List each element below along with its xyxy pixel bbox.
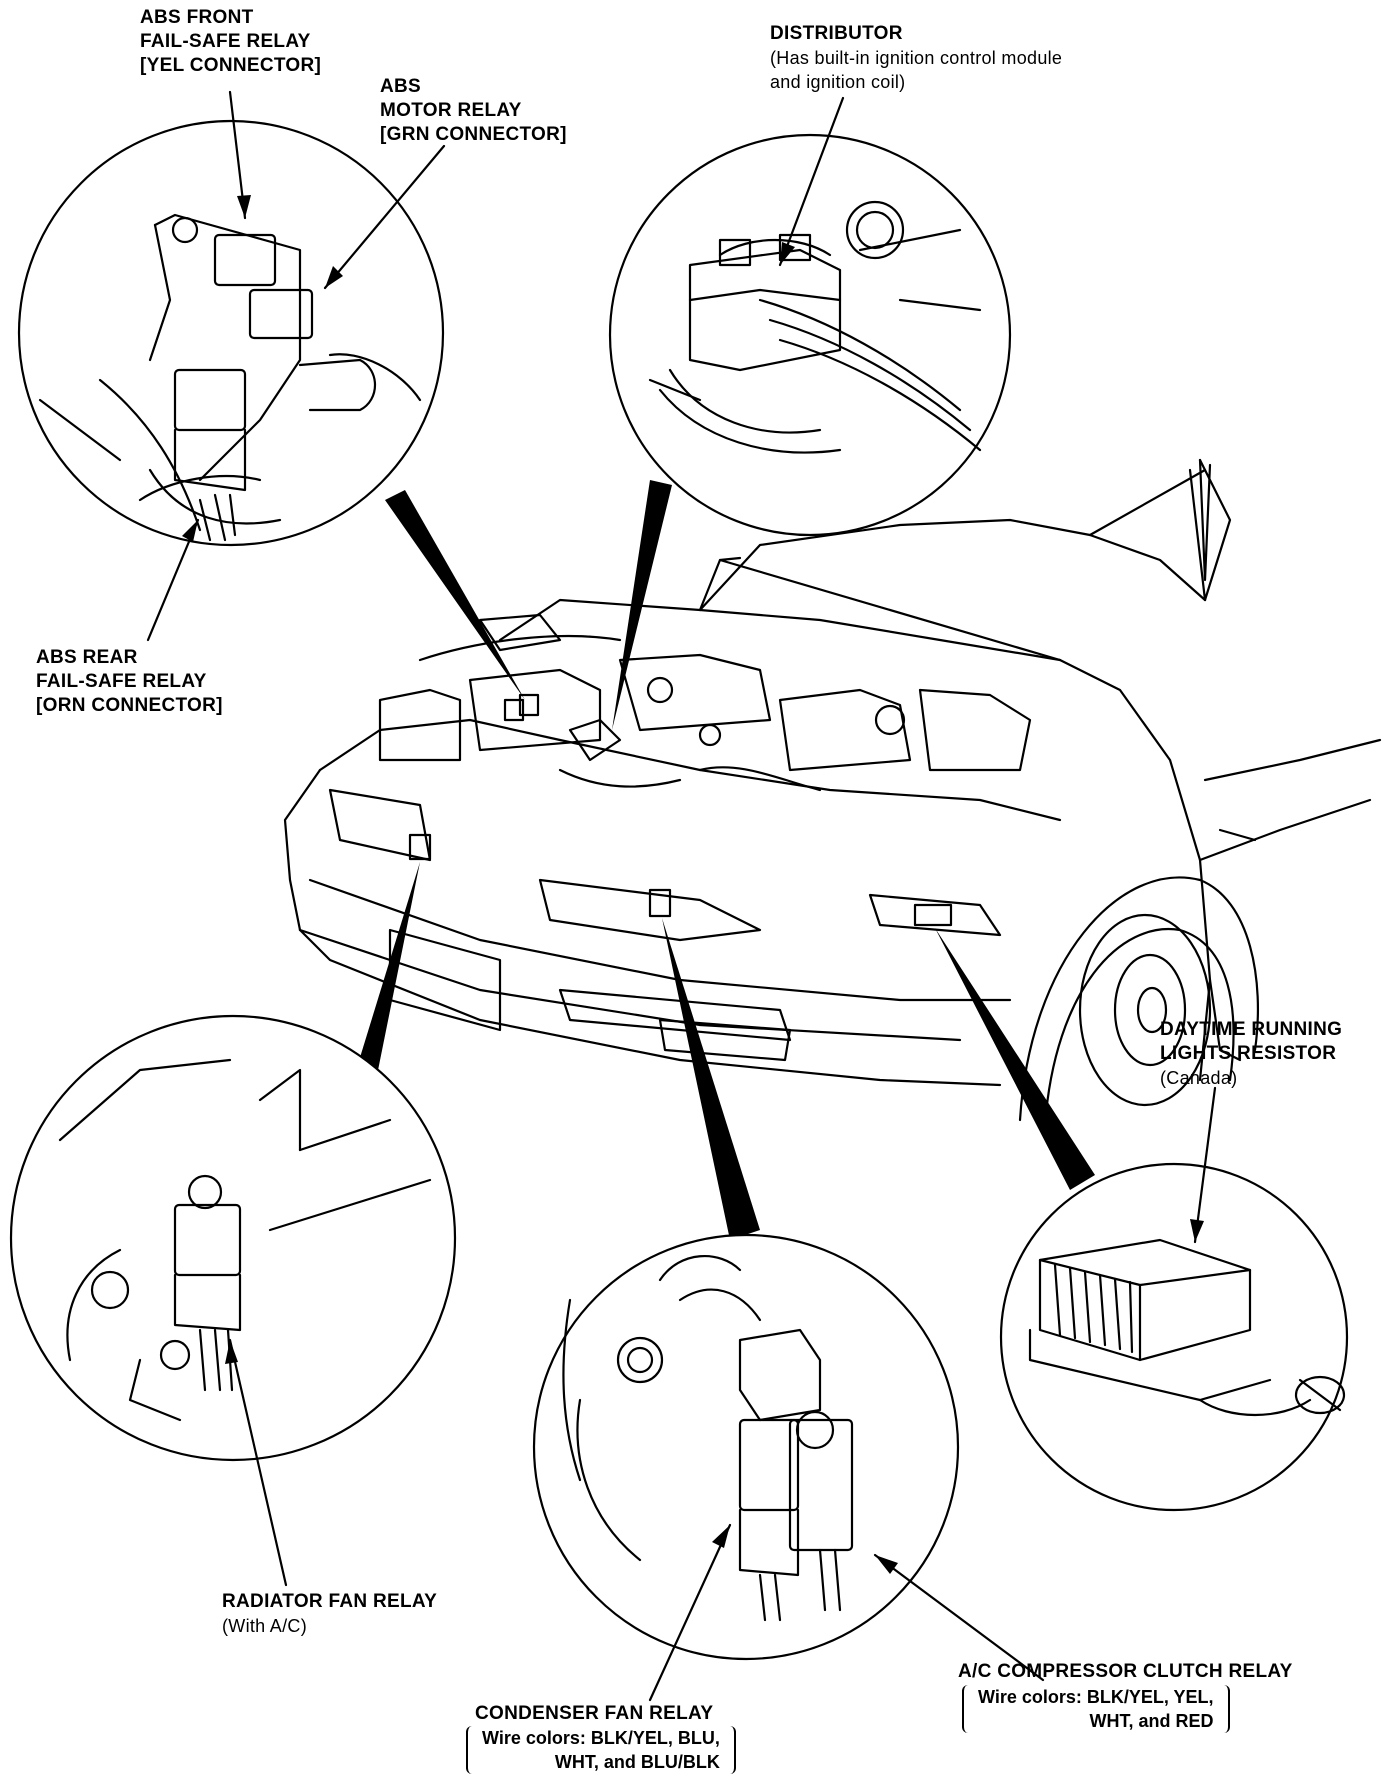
ac-clutch-title: A/C COMPRESSOR CLUTCH RELAY [958,1661,1293,1682]
arrow-heads [182,195,1204,1574]
abs-rear-relay-label: ABS REAR FAIL-SAFE RELAY [ORN CONNECTOR] [36,646,223,718]
distributor-detail [608,133,1012,537]
distributor-line2: (Has built-in ignition control module [770,48,1063,68]
distributor-label: DISTRIBUTOR (Has built-in ignition contr… [770,22,1062,94]
condenser-wire-line1: Wire colors: BLK/YEL, BLU, [482,1728,720,1748]
drl-line2: LIGHTS RESISTOR [1160,1043,1337,1064]
condenser-fan-relay-label: CONDENSER FAN RELAY [475,1702,713,1726]
distributor-title: DISTRIBUTOR [770,23,903,44]
condenser-fan-title: CONDENSER FAN RELAY [475,1703,714,1724]
condenser-fan-wire-colors: Wire colors: BLK/YEL, BLU, WHT, and BLU/… [466,1726,736,1774]
abs-motor-line1: ABS [380,76,422,97]
callout-wedges [350,480,1095,1240]
car-illustration [283,458,1382,1127]
drl-line3: (Canada) [1160,1068,1238,1088]
abs-rear-line2: FAIL-SAFE RELAY [36,671,207,692]
ac-wire-line2: WHT, and RED [1089,1711,1214,1731]
abs-motor-line3: [GRN CONNECTOR] [380,124,567,145]
distributor-line3: and ignition coil) [770,72,906,92]
drl-resistor-detail [999,1162,1349,1512]
ac-clutch-relay-label: A/C COMPRESSOR CLUTCH RELAY [958,1660,1293,1684]
ac-wire-line1: Wire colors: BLK/YEL, YEL, [978,1687,1214,1707]
radiator-fan-title: RADIATOR FAN RELAY [222,1591,438,1612]
radiator-fan-relay-detail [9,1014,457,1462]
abs-front-relay-label: ABS FRONT FAIL-SAFE RELAY [YEL CONNECTOR… [140,6,321,78]
leader-lines [146,90,1217,1702]
radiator-fan-sub: (With A/C) [222,1616,308,1636]
abs-relay-detail [17,119,445,547]
drl-line1: DAYTIME RUNNING [1160,1019,1343,1040]
abs-motor-line2: MOTOR RELAY [380,100,522,121]
abs-front-line1: ABS FRONT [140,7,254,28]
condenser-wire-line2: WHT, and BLU/BLK [554,1752,720,1772]
abs-motor-relay-label: ABS MOTOR RELAY [GRN CONNECTOR] [380,75,567,147]
drl-resistor-label: DAYTIME RUNNING LIGHTS RESISTOR (Canada) [1160,1018,1342,1090]
radiator-fan-relay-label: RADIATOR FAN RELAY (With A/C) [222,1590,437,1638]
abs-rear-line3: [ORN CONNECTOR] [36,695,223,716]
abs-rear-line1: ABS REAR [36,647,138,668]
abs-front-line2: FAIL-SAFE RELAY [140,31,311,52]
abs-front-line3: [YEL CONNECTOR] [140,55,322,76]
condenser-ac-relay-detail [532,1233,960,1661]
ac-clutch-wire-colors: Wire colors: BLK/YEL, YEL, WHT, and RED [962,1685,1230,1733]
